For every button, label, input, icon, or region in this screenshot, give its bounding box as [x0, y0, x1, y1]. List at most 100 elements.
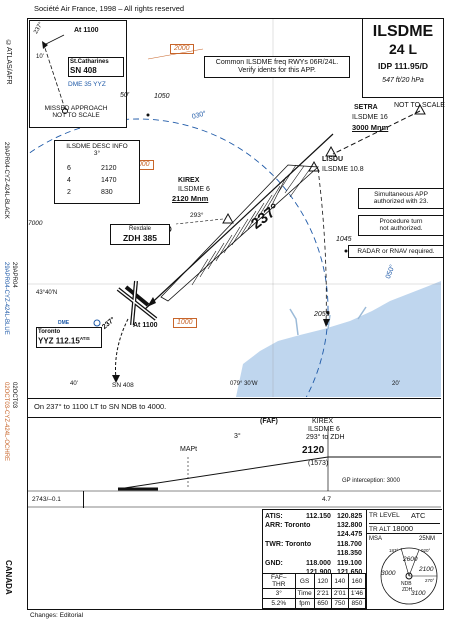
toronto-name: Toronto	[38, 329, 61, 335]
gnd-freq-1: 118.000	[306, 560, 331, 567]
tr-level-value: ATC	[411, 511, 426, 520]
desc-title: ILSDME DESC INFO	[66, 143, 128, 150]
country-label: CANADA	[4, 560, 14, 595]
lon-079-30: 079° 30'W	[230, 381, 258, 387]
effective-date-ochre-short: 02OCT03	[10, 382, 17, 409]
msa-zdh: ZDH	[402, 587, 413, 593]
msa-radius: 25NM	[419, 536, 436, 542]
desc-info-table: ILSDME DESC INFO 3° 6 2120 4 1470 2 830	[54, 140, 140, 204]
simultaneous-note: Simultaneous APP authorized with 23.	[358, 188, 444, 209]
atis-freq-2: 120.825	[337, 513, 363, 520]
perf-r2-4: 850	[347, 598, 367, 609]
desc-row-2-dist: 4	[67, 177, 71, 184]
effective-date-black-short: 29APR04	[10, 262, 17, 288]
st-catharines-box: St.Catharines SN 408	[68, 57, 124, 78]
desc-row-1-alt: 2120	[101, 165, 117, 172]
msa-sector-2: 2100	[419, 566, 434, 573]
tr-alt-row: TR ALT 18000	[369, 523, 440, 534]
obstacle-7000: 7000	[28, 220, 43, 227]
perf-r2-0: 5.2%	[262, 598, 296, 609]
comm-frequencies: ATIS: 112.150 120.825 ARR: Toronto 132.8…	[262, 509, 367, 609]
arr-freq-1: 132.800	[337, 522, 363, 529]
msa-bearing-1: 187°	[389, 548, 399, 553]
perf-head-2: 120	[313, 573, 332, 589]
atis-tag: ATIS	[79, 335, 90, 341]
inset-at-altitude: At 1100	[74, 27, 99, 34]
latitude-label: 43°40'N	[36, 290, 58, 296]
common-frequency-note: Common ILSDME freq RWYs 06R/24L. Verify …	[204, 56, 350, 79]
missed-approach-inset: 237° At 1100 St.Catharines SN 408 DME 35…	[29, 20, 127, 128]
kirex-name: KIREX	[178, 177, 200, 184]
gp-interception: GP interception: 3000	[342, 478, 400, 484]
atlas-label: ©ATLAS/AFR	[5, 40, 12, 85]
performance-table: FAF–THR GS 120 140 160 3° Time 2'21 2'01…	[262, 573, 367, 609]
obstacle-1045: 1045	[336, 236, 352, 243]
kirex-dme: ILSDME 6	[178, 186, 210, 193]
perf-r2-1: fpm	[294, 598, 315, 609]
arr-label: ARR: Toronto	[265, 522, 311, 529]
kirex-altitude: 2120 Mnm	[172, 194, 209, 203]
mapt-label: MAPt	[180, 446, 198, 453]
perf-head-4: 160	[347, 573, 367, 589]
desc-row-3-dist: 2	[67, 189, 71, 196]
stc-sn: SN 408	[70, 65, 97, 75]
perf-head-0: FAF–THR	[262, 573, 296, 589]
profile-kirex-to: 293° to ZDH	[306, 434, 345, 441]
missed-approach-label: MISSED APPROACH NOT TO SCALE	[36, 105, 116, 120]
plan-view	[28, 19, 441, 397]
dme-label: DME	[58, 320, 70, 326]
profile-view	[28, 429, 441, 508]
stc-name: St.Catharines	[70, 59, 109, 65]
perf-r1-4: 1'46	[347, 588, 367, 599]
lisdu-name: LISDU	[322, 156, 343, 163]
inset-not-to-scale: NOT TO SCALE	[52, 112, 100, 120]
zdh-ident: ZDH 385	[122, 232, 157, 243]
effective-date-blue: 29APR04-CYZ-424L-BLUE	[2, 262, 9, 335]
effective-date-black: 29APR04-CYZ-424L-BLACK	[2, 142, 9, 219]
msa-bearing-2: 270°	[425, 578, 435, 583]
glide-angle: 3°	[234, 433, 241, 440]
arr-freq-2: 124.475	[337, 531, 363, 538]
transition-box: TR LEVEL ATC TR ALT 18000	[366, 509, 442, 534]
msa-sector-4: 3100	[411, 590, 426, 597]
perf-head-1: GS	[294, 573, 315, 589]
atis-freq-1: 112.150	[306, 513, 331, 520]
perf-r1-2: 2'21	[313, 588, 332, 599]
threshold-cell	[28, 491, 84, 508]
missed-approach-bar: On 237° to 1100 LT to SN NDB to 4000.	[28, 398, 441, 418]
changes-footer: Changes: Editorial	[30, 612, 84, 619]
stc-dme: DME 35 YYZ	[68, 81, 106, 88]
perf-r2-2: 650	[313, 598, 332, 609]
elevation-1000-b: 1000	[173, 318, 197, 329]
perf-r2-3: 750	[330, 598, 349, 609]
msa-ndb: NDB	[401, 581, 412, 587]
msa-box: MSA 25NM 2600 2100 3000 3100 NDB ZDH 187…	[366, 533, 442, 609]
tr-level-label: TR LEVEL	[369, 512, 400, 519]
rexdale-ndb-box: Rexdale ZDH 385	[110, 224, 170, 245]
missed-approach-instruction: On 237° to 1100 LT to SN NDB to 4000.	[34, 402, 167, 411]
profile-kirex-dme: ILSDME 6	[308, 426, 340, 433]
copyright: Société Air France, 1998 – All rights re…	[34, 4, 185, 13]
desc-row-3-alt: 830	[101, 189, 113, 196]
missed-sn408: SN 408	[112, 382, 134, 389]
atis-label: ATIS:	[265, 513, 283, 520]
obstacle-2055: 2055	[314, 311, 330, 318]
faf-label: (FAF)	[260, 418, 278, 425]
perf-r1-0: 3°	[262, 588, 296, 599]
perf-r1-1: Time	[294, 588, 315, 599]
twr-label: TWR: Toronto	[265, 541, 312, 548]
profile-distance: 4.7	[322, 496, 332, 503]
desc-row-1-dist: 6	[67, 165, 71, 172]
title-block: ILSDME 24 L IDP 111.95/D 547 ft/20 hPa	[362, 18, 444, 98]
plan-not-to-scale: NOT TO SCALE	[394, 102, 445, 109]
gnd-freq-4: 121.650	[337, 569, 363, 576]
perf-r1-3: 2'01	[330, 588, 349, 599]
desc-angle: 3°	[93, 150, 101, 158]
profile-altitude-height: (1573)	[308, 460, 329, 467]
procedure-turn-note: Procedure turn not authorized.	[358, 215, 444, 236]
tr-alt-label: TR ALT	[369, 526, 391, 533]
twr-freq-1: 118.700	[337, 541, 362, 548]
lon-40: 40'	[70, 381, 78, 387]
profile-kirex: KIREX	[312, 418, 334, 425]
runway-id: 24 L	[388, 41, 417, 57]
